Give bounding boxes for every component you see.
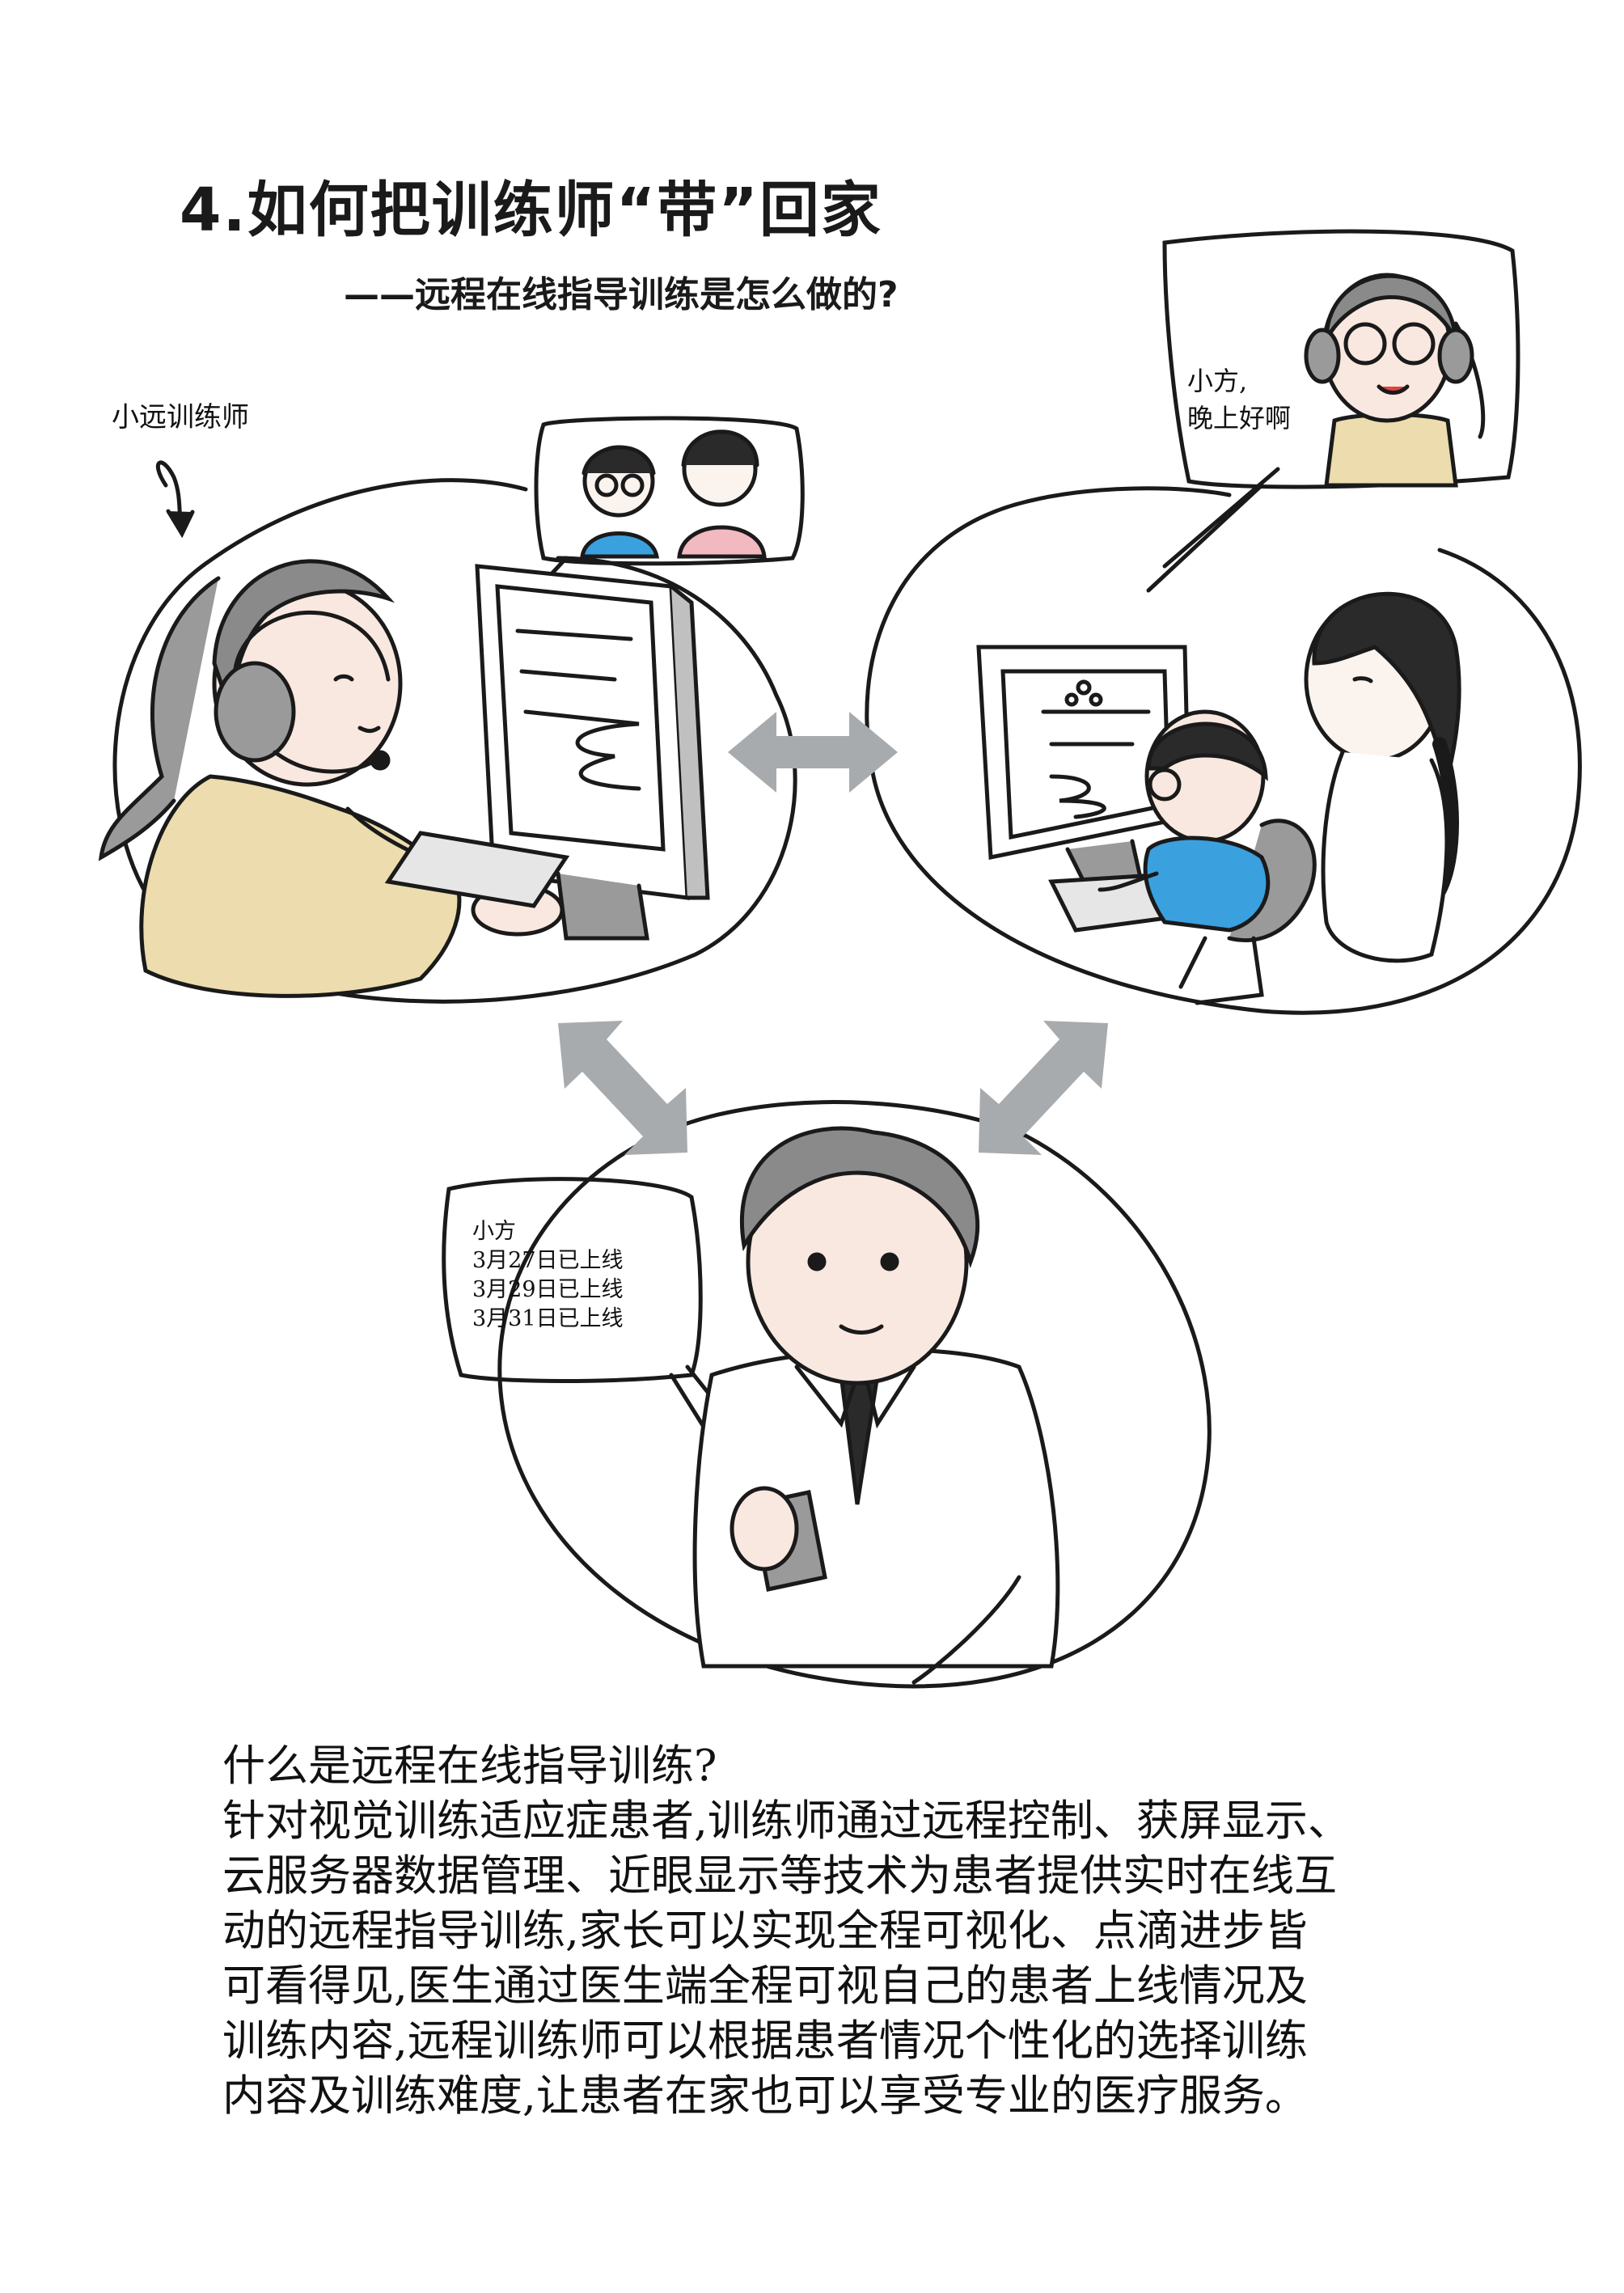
explanation-text: 什么是远程在线指导训练? 针对视觉训练适应症患者,训练师通过远程控制、获屏显示、… <box>222 1739 1533 2124</box>
trainer-keyboard <box>384 831 570 908</box>
arrow-left-diagonal <box>558 1021 687 1155</box>
child-hair <box>1146 721 1268 781</box>
bubble-trainer-glasses-l <box>1343 322 1387 366</box>
mom-bubble-tail <box>1146 483 1264 593</box>
trainer-screen <box>495 584 666 852</box>
doctor-bubble-record: 3月31日已上线 <box>472 1306 624 1331</box>
mom-bubble-line: 小方, <box>1187 366 1248 396</box>
child-chair-legs <box>1178 936 1264 1005</box>
mom-shirt-small <box>677 525 767 559</box>
trainer-hair <box>212 559 395 713</box>
trainer-label-arrowhead <box>166 509 195 539</box>
page-subtitle: ——远程在线指导训练是怎么做的? <box>344 274 899 315</box>
bubble-headset-l <box>1304 328 1341 384</box>
trainer-label: 小远训练师 <box>112 401 249 434</box>
trainer-screen-lines <box>515 628 641 791</box>
explanation-line: 训练内容,远程训练师可以根据患者情况个性化的选择训练 <box>222 2016 1308 2066</box>
doctor-bubble-name: 小方 <box>472 1219 516 1244</box>
bubble-trainer-glasses-r <box>1392 322 1436 366</box>
mom-bubble-line: 晚上好啊 <box>1187 403 1292 434</box>
home-screen-lines <box>1041 709 1151 819</box>
doctor-character <box>692 1126 1060 1685</box>
arrow-horizontal <box>728 712 898 793</box>
child-shirt <box>1143 836 1271 933</box>
child-hair <box>582 445 656 476</box>
doctor-collar <box>794 1364 916 1429</box>
trainer-monitor-side <box>669 584 710 900</box>
home-child <box>1097 709 1317 1005</box>
doctor-mouth <box>839 1324 884 1335</box>
page-title: 4.如何把训练师“带”回家 <box>180 176 882 245</box>
mom-shirt <box>1321 750 1449 963</box>
trainer-sweater <box>139 774 462 998</box>
trainer-monitor-stand <box>556 871 649 941</box>
doctor-tie <box>839 1373 880 1505</box>
mom-bubble-text: 小方, 晚上好啊 <box>1187 362 1291 437</box>
explanation-line: 针对视觉训练适应症患者,训练师通过远程控制、获屏显示、 <box>222 1796 1351 1846</box>
bubble-trainer-hair <box>1324 273 1458 341</box>
bubble-trainer-mouth <box>1377 384 1410 395</box>
child-glasses <box>1148 768 1182 802</box>
explanation-line: 云服务器数据管理、近眼显示等技术为患者提供实时在线互 <box>222 1851 1337 1901</box>
trainer-headset-band <box>232 611 391 682</box>
mom-bubble-tail2 <box>1162 467 1280 569</box>
doctor-bubble-record: 3月27日已上线 <box>472 1248 624 1273</box>
doctor-hair <box>740 1126 980 1268</box>
home-scene-arc <box>1025 486 1232 504</box>
home-mom <box>1304 591 1461 963</box>
trainer-mic <box>273 750 379 774</box>
explanation-line: 内容及训练难度,让患者在家也可以享受专业的医疗服务。 <box>222 2071 1308 2121</box>
trainer-scene <box>112 478 797 1004</box>
doctor-hand <box>730 1486 799 1572</box>
video-bubble <box>515 416 805 613</box>
doctor-eye-l <box>807 1252 827 1271</box>
doctor-scene-arc <box>709 1100 1021 1135</box>
mom-bubble <box>1146 229 1520 593</box>
doctor-bubble-text: 小方 3月27日已上线 3月29日已上线 3月31日已上线 <box>472 1217 624 1334</box>
child-arm <box>1097 871 1159 892</box>
trainer-ponytail <box>98 576 221 861</box>
doctor-bubble-record: 3月29日已上线 <box>472 1277 624 1302</box>
mom-hair-small <box>681 429 759 467</box>
arrow-right-diagonal <box>979 1021 1108 1155</box>
bubble-trainer-sweater <box>1324 412 1458 488</box>
doctor-scene-outline <box>497 1114 1212 1689</box>
home-scene <box>865 486 1582 1015</box>
doctor-eye-r <box>880 1252 899 1271</box>
explanation-line: 可看得见,医生通过医生端全程可视自己的患者上线情况及 <box>222 1961 1308 2011</box>
trainer-eye <box>333 674 354 682</box>
trainer-scene-arc <box>200 478 528 569</box>
mom-eye <box>1352 676 1373 683</box>
video-bubble-frame <box>534 416 805 566</box>
trainer-mouth <box>357 726 381 734</box>
connection-arrows <box>558 712 1108 1155</box>
doctor-arm <box>911 1575 1021 1685</box>
trainer-computer <box>384 564 710 941</box>
bubble-headset-r <box>1437 328 1474 384</box>
child-shirt-small <box>580 531 660 559</box>
trainer-headset-cup <box>214 661 296 763</box>
explanation-line: 动的远程指导训练,家长可以实现全程可视化、点滴进步皆 <box>222 1906 1308 1956</box>
mom-bubble-frame <box>1162 229 1520 489</box>
home-scene-outline <box>865 499 1582 1015</box>
trainer-scene-outline <box>112 556 797 1004</box>
explanation-line: 什么是远程在线指导训练? <box>222 1741 717 1791</box>
mom-hair <box>1312 591 1461 784</box>
